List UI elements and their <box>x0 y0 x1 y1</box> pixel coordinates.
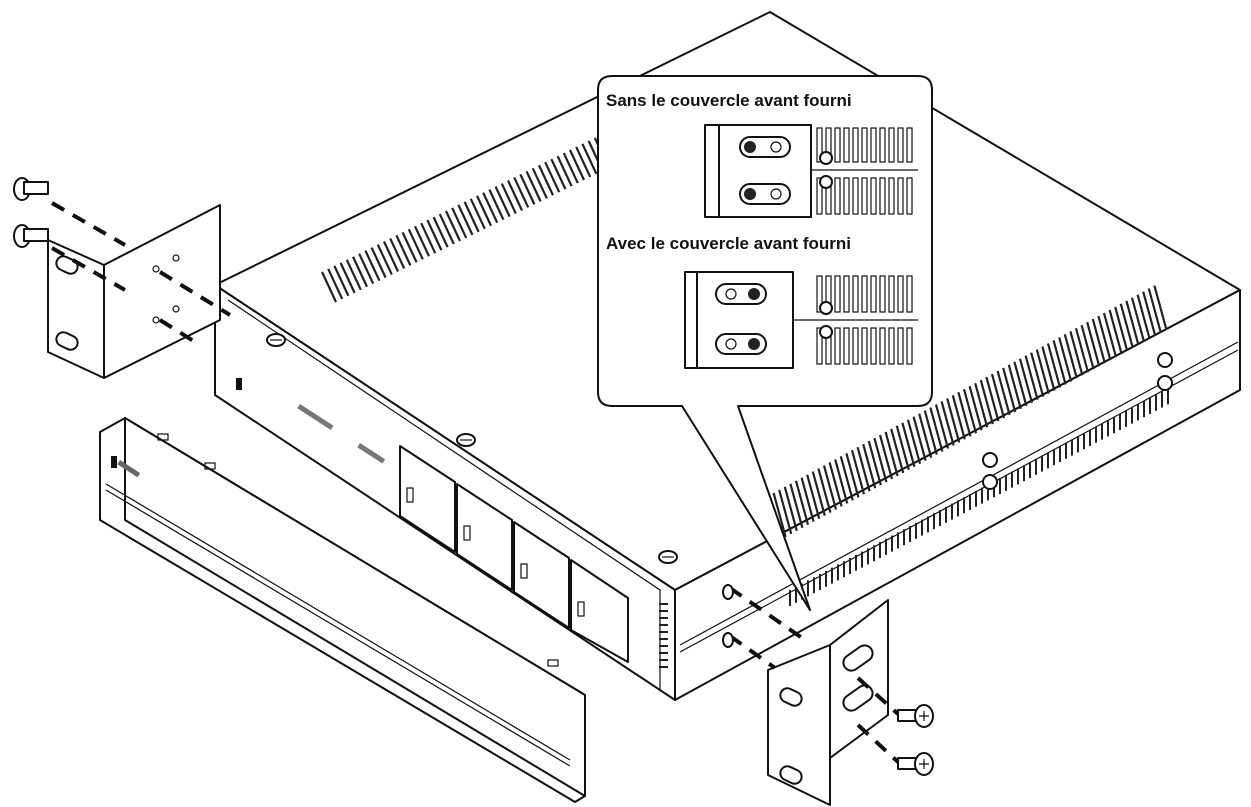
channel-module-4 <box>570 559 629 663</box>
right-bracket-screw <box>897 752 934 776</box>
alignment-line <box>728 586 807 642</box>
alignment-line <box>158 270 232 317</box>
top-screw <box>658 550 678 564</box>
detail-without-cover <box>704 124 918 218</box>
side-vent-slots <box>766 285 1168 541</box>
alignment-line <box>856 723 900 764</box>
front-cover <box>99 417 586 803</box>
top-vent-slots <box>321 134 616 303</box>
side-screw <box>982 352 1173 490</box>
top-screw <box>266 333 286 347</box>
detail-callout: Sans le couvercle avant fourni Avec le c… <box>597 75 933 611</box>
unit-side-panel <box>674 289 1241 701</box>
right-bracket-screw <box>897 704 934 728</box>
alignment-line <box>158 318 202 347</box>
callout-label-without-cover: Sans le couvercle avant fourni <box>606 91 852 110</box>
front-indicator-marks <box>297 403 386 464</box>
callout-label-with-cover: Avec le couvercle avant fourni <box>606 234 851 253</box>
alignment-line <box>856 676 900 716</box>
left-bracket-screw <box>13 224 49 248</box>
left-rack-bracket <box>47 204 221 379</box>
alignment-line <box>728 634 777 670</box>
channel-module-1 <box>399 445 456 553</box>
cover-logo-mark <box>111 456 117 468</box>
left-bracket-screw <box>13 177 49 201</box>
right-rack-bracket <box>767 599 889 806</box>
lower-vent-slots <box>789 388 1169 606</box>
front-grille <box>659 603 668 668</box>
detail-with-cover <box>684 271 918 369</box>
alignment-line <box>51 201 126 247</box>
channel-module-3 <box>513 521 570 629</box>
channel-module-2 <box>456 483 513 591</box>
top-screw <box>456 433 476 447</box>
